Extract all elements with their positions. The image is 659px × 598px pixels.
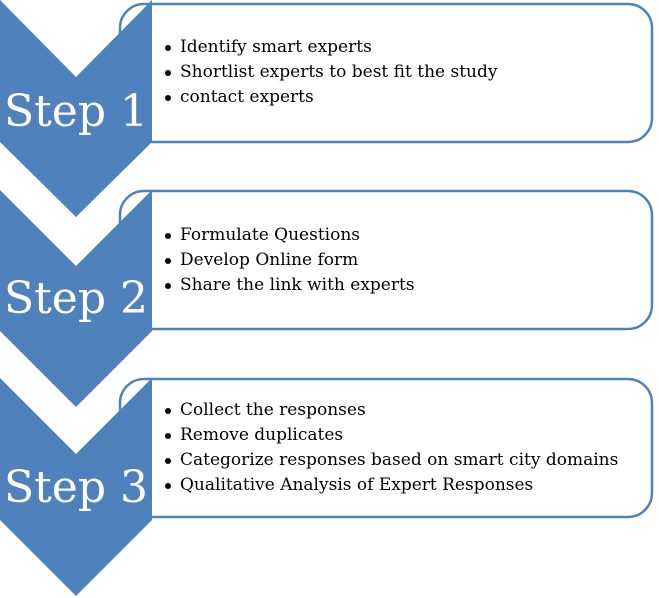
list-item: Categorize responses based on smart city… — [163, 448, 618, 473]
list-item: Qualitative Analysis of Expert Responses — [163, 473, 618, 498]
step-3-label: Step 3 — [3, 462, 148, 513]
step-2-chevron — [0, 190, 152, 407]
step-1-chevron — [0, 0, 152, 217]
bullet-icon — [165, 258, 171, 264]
bullet-icon — [165, 433, 171, 439]
bullet-text: Share the link with experts — [180, 275, 415, 295]
bullet-icon — [165, 283, 171, 289]
step-2-bullet-list: Formulate Questions Develop Online form … — [163, 223, 415, 298]
list-item: Share the link with experts — [163, 273, 415, 298]
step-2-label: Step 2 — [3, 273, 148, 324]
list-item: Identify smart experts — [163, 35, 497, 60]
bullet-icon — [165, 483, 171, 489]
bullet-icon — [165, 408, 171, 414]
bullet-text: Shortlist experts to best fit the study — [180, 62, 498, 82]
bullet-text: Remove duplicates — [180, 425, 344, 445]
list-item: Shortlist experts to best fit the study — [163, 60, 497, 85]
bullet-text: Categorize responses based on smart city… — [180, 450, 619, 470]
list-item: Collect the responses — [163, 398, 618, 423]
bullet-text: Identify smart experts — [180, 37, 372, 57]
bullet-text: Qualitative Analysis of Expert Responses — [180, 475, 534, 495]
step-3-chevron — [0, 378, 152, 596]
bullet-icon — [165, 45, 171, 51]
bullet-icon — [165, 458, 171, 464]
step-1-bullet-list: Identify smart experts Shortlist experts… — [163, 35, 497, 110]
list-item: Remove duplicates — [163, 423, 618, 448]
list-item: Formulate Questions — [163, 223, 415, 248]
bullet-text: Develop Online form — [180, 250, 359, 270]
bullet-icon — [165, 233, 171, 239]
bullet-text: Formulate Questions — [180, 225, 361, 245]
bullet-text: Collect the responses — [180, 400, 366, 420]
bullet-icon — [165, 70, 171, 76]
list-item: contact experts — [163, 85, 497, 110]
step-1-label: Step 1 — [3, 86, 148, 137]
bullet-text: contact experts — [180, 87, 314, 107]
list-item: Develop Online form — [163, 248, 415, 273]
bullet-icon — [165, 95, 171, 101]
step-3-bullet-list: Collect the responses Remove duplicates … — [163, 398, 618, 498]
